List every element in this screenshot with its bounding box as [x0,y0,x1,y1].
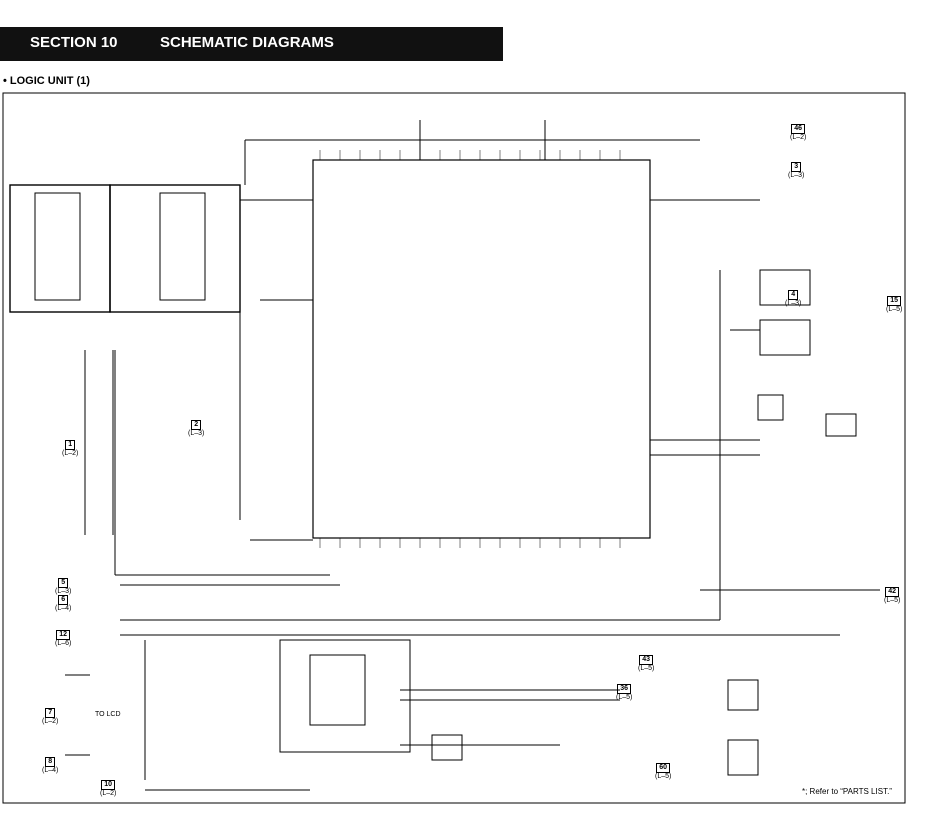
connector-46: 46 (L–2) [790,124,807,141]
ic-bottom-right-1 [727,679,759,711]
connector-36: 36 (L–5) [616,684,633,701]
connector-5: 5 (L–3) [55,578,72,595]
connector-2: 2 (L–3) [188,420,205,437]
section-number: SECTION 10 [30,34,118,51]
ic-right [825,413,857,437]
connector-3: 3 (L–3) [788,162,805,179]
connector-8: 8 (L–4) [42,757,59,774]
bus-box-1 [9,184,111,313]
main-cpu-ic [312,159,651,539]
connector-10: 10 (L–2) [100,780,117,797]
small-ic-2 [431,734,463,761]
memory-ic-2 [159,192,206,301]
connector-60: 60 (L–5) [655,763,672,780]
subtitle: • LOGIC UNIT (1) [3,75,90,87]
parts-list-note: *; Refer to “PARTS LIST.” [802,787,892,796]
small-ic [757,394,784,421]
transistor-block-2 [759,319,811,356]
connector-1: 1 (L–2) [62,440,79,457]
ic-bottom-right-2 [727,739,759,776]
connector-7: 7 (L–2) [42,708,59,725]
connector-4: 4 (L–3) [785,290,802,307]
section-header-bar: SECTION 10 SCHEMATIC DIAGRAMS [0,27,503,61]
to-lcd-label: TO LCD [95,711,121,718]
memory-ic-1 [34,192,81,301]
connector-15: 15 (L–5) [886,296,903,313]
diagram-frame [2,92,906,804]
bus-box-3 [279,639,411,753]
transistor-block-1 [759,269,811,306]
connector-12: 12 (L–6) [55,630,72,647]
section-title: SCHEMATIC DIAGRAMS [160,34,334,51]
lcd-driver-ic [309,654,366,726]
connector-6: 6 (L–4) [55,595,72,612]
connector-42: 42 (L–5) [884,587,901,604]
connector-43: 43 (L–5) [638,655,655,672]
bus-box-2 [109,184,241,313]
